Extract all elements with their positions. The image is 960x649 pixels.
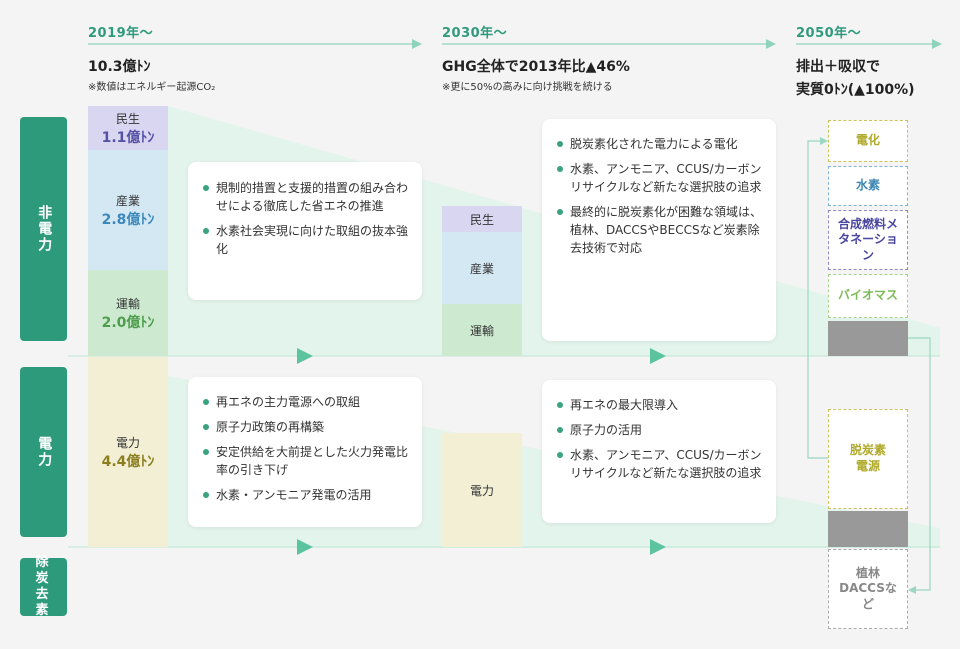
list-item: 脱炭素化された電力による電化	[556, 135, 762, 153]
card-power-2030-list: 再エネの最大限導入 原子力の活用 水素、アンモニア、CCUS/カーボンリサイクル…	[556, 396, 762, 482]
flow-triangle	[297, 348, 313, 364]
bar2019-minsei-value: 1.1億ﾄﾝ	[101, 129, 155, 146]
box2050-gosei-label: 合成燃料メタネーション	[837, 216, 898, 262]
bar2030-denryoku: 電力	[442, 433, 522, 547]
flow-triangle	[650, 348, 666, 364]
bar2030-sangyo-label: 産業	[469, 261, 494, 276]
list-item: 再エネの最大限導入	[556, 396, 762, 414]
box2050-denka: 電化	[828, 120, 908, 162]
tag-removal: 除炭去素	[20, 555, 67, 618]
list-item: 原子力の活用	[556, 421, 762, 439]
bar2019-sangyo-value: 2.8億ﾄﾝ	[101, 211, 155, 228]
list-item: 原子力政策の再構築	[202, 418, 408, 436]
list-item: 最終的に脱炭素化が困難な領域は、植林、DACCSやBECCSなど炭素除去技術で対…	[556, 203, 762, 257]
box2050-suiso-label: 水素	[855, 178, 880, 193]
flow-triangle	[297, 539, 313, 555]
connector-gray-to-removal	[908, 337, 931, 591]
bar2030-unyu-label: 運輸	[469, 323, 494, 338]
box2050-suiso: 水素	[828, 166, 908, 206]
list-item: 規制的措置と支援的措置の組み合わせによる徹底した省エネの推進	[202, 179, 408, 215]
bar2030-unyu: 運輸	[442, 304, 522, 356]
period-2019: 2019年〜	[88, 26, 154, 41]
card-nonpower-2019-list: 規制的措置と支援的措置の組み合わせによる徹底した省エネの推進 水素社会実現に向け…	[202, 179, 408, 258]
bar2019-unyu: 運輸 2.0億ﾄﾝ	[88, 270, 168, 356]
card-power-2030: 再エネの最大限導入 原子力の活用 水素、アンモニア、CCUS/カーボンリサイクル…	[542, 380, 776, 523]
headline-2030: GHG全体で2013年比▲46%	[442, 59, 630, 75]
box2050-gray-power	[828, 511, 908, 547]
period-2030: 2030年〜	[442, 26, 508, 41]
box2050-bio-label: バイオマス	[837, 288, 898, 303]
list-item: 安定供給を大前提とした火力発電比率の引き下げ	[202, 443, 408, 479]
bar2030-minsei-label: 民生	[469, 212, 494, 227]
box2050-denka-label: 電化	[855, 133, 880, 148]
note-2030: ※更に50%の高みに向け挑戦を続ける	[442, 82, 613, 93]
card-nonpower-2019: 規制的措置と支援的措置の組み合わせによる徹底した省エネの推進 水素社会実現に向け…	[188, 162, 422, 300]
list-item: 再エネの主力電源への取組	[202, 393, 408, 411]
headline-2050-line1: 排出＋吸収で	[796, 59, 880, 75]
bar2019-denryoku-label: 電力	[115, 435, 140, 450]
connector-decarb-to-electrify	[807, 140, 828, 459]
bar2030-denryoku-label: 電力	[469, 483, 494, 498]
card-power-2019: 再エネの主力電源への取組 原子力政策の再構築 安定供給を大前提とした火力発電比率…	[188, 377, 422, 527]
list-item: 水素社会実現に向けた取組の抜本強化	[202, 222, 408, 258]
bar2030-minsei: 民生	[442, 206, 522, 232]
box2050-gray-nonpower	[828, 321, 908, 356]
card-nonpower-2030: 脱炭素化された電力による電化 水素、アンモニア、CCUS/カーボンリサイクルなど…	[542, 119, 776, 341]
flow-triangle	[650, 539, 666, 555]
tag-removal-label: 除炭去素	[35, 554, 52, 619]
headline-2050-line2: 実質0ﾄﾝ(▲100%)	[796, 82, 915, 98]
box2050-datsutanso: 脱炭素電源	[828, 409, 908, 509]
tag-non-power-label: 非電力	[36, 205, 53, 253]
card-power-2019-list: 再エネの主力電源への取組 原子力政策の再構築 安定供給を大前提とした火力発電比率…	[202, 393, 408, 504]
tag-power: 電力	[20, 367, 67, 537]
list-item: 水素・アンモニア発電の活用	[202, 486, 408, 504]
bar2030-sangyo: 産業	[442, 232, 522, 304]
list-item: 水素、アンモニア、CCUS/カーボンリサイクルなど新たな選択肢の追求	[556, 160, 762, 196]
card-nonpower-2030-list: 脱炭素化された電力による電化 水素、アンモニア、CCUS/カーボンリサイクルなど…	[556, 135, 762, 257]
bar2019-sangyo-label: 産業	[115, 193, 140, 208]
headline-2019: 10.3億ﾄﾝ	[88, 59, 151, 75]
bar2019-unyu-value: 2.0億ﾄﾝ	[101, 314, 155, 331]
bar2019-minsei: 民生 1.1億ﾄﾝ	[88, 106, 168, 150]
box2050-datsutanso-label: 脱炭素電源	[849, 443, 886, 473]
box2050-shokurin-label: 植林DACCSなど	[839, 565, 897, 611]
tag-power-label: 電力	[36, 436, 53, 468]
bar2019-minsei-label: 民生	[115, 111, 140, 126]
bar2019-unyu-label: 運輸	[115, 296, 140, 311]
list-item: 水素、アンモニア、CCUS/カーボンリサイクルなど新たな選択肢の追求	[556, 446, 762, 482]
bar2019-sangyo: 産業 2.8億ﾄﾝ	[88, 150, 168, 270]
box2050-gosei: 合成燃料メタネーション	[828, 210, 908, 270]
note-2019: ※数値はエネルギー起源CO₂	[88, 82, 216, 93]
period-2050: 2050年〜	[796, 26, 862, 41]
box2050-shokurin: 植林DACCSなど	[828, 549, 908, 629]
box2050-bio: バイオマス	[828, 274, 908, 318]
bar2019-denryoku-value: 4.4億ﾄﾝ	[101, 453, 155, 470]
bar2019-denryoku: 電力 4.4億ﾄﾝ	[88, 357, 168, 547]
tag-non-power: 非電力	[20, 117, 67, 341]
